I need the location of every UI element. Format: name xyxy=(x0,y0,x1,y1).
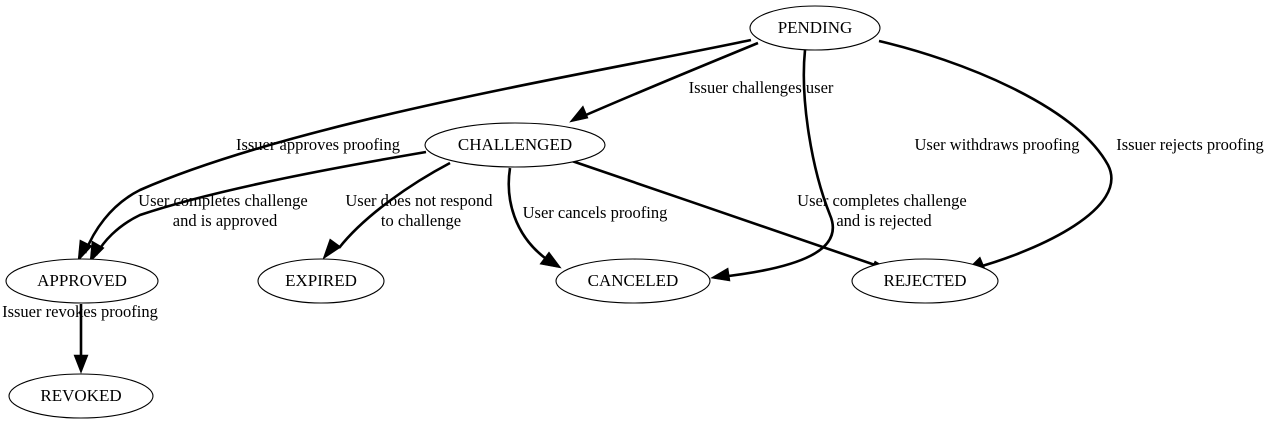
node-approved-ellipse[interactable] xyxy=(5,258,159,304)
edge-pending-rejected: Issuer rejects proofing xyxy=(878,39,1264,272)
edge-pending-challenged-path xyxy=(578,41,759,120)
node-revoked[interactable]: REVOKED xyxy=(8,373,154,419)
edge-pending-challenged: Issuer challenges user xyxy=(569,41,834,123)
edge-approved-revoked-arrowhead xyxy=(73,354,89,374)
edge-challenged-rejected: User completes challenge and is rejected xyxy=(571,159,971,274)
edge-approved-revoked-label: Issuer revokes proofing xyxy=(2,302,158,321)
node-rejected-ellipse[interactable] xyxy=(851,258,999,304)
edge-pending-challenged-arrowhead xyxy=(569,105,589,123)
edge-pending-approved-path xyxy=(83,38,752,254)
edge-pending-approved: Issuer approves proofing xyxy=(77,38,752,262)
edge-challenged-approved: User completes challenge and is approved xyxy=(89,150,427,263)
edge-challenged-expired-path xyxy=(337,161,451,249)
node-expired[interactable]: EXPIRED xyxy=(257,258,385,304)
edge-pending-approved-label: Issuer approves proofing xyxy=(236,135,400,154)
edge-challenged-approved-path xyxy=(94,150,427,256)
node-challenged-label: CHALLENGED xyxy=(458,135,572,154)
node-canceled[interactable]: CANCELED xyxy=(555,258,711,304)
edge-challenged-expired-arrowhead xyxy=(322,238,342,260)
edge-challenged-approved-label: User completes challenge and is approved xyxy=(138,191,312,230)
node-pending-label: PENDING xyxy=(778,18,853,37)
node-rejected[interactable]: REJECTED xyxy=(851,258,999,304)
edge-challenged-canceled: User cancels proofing xyxy=(507,167,668,269)
edge-pending-approved-arrowhead xyxy=(77,239,93,262)
node-pending[interactable]: PENDING xyxy=(749,5,881,51)
edge-pending-canceled-path xyxy=(719,49,835,279)
node-challenged[interactable]: CHALLENGED xyxy=(424,122,606,168)
edge-pending-canceled: User withdraws proofing xyxy=(710,49,1080,282)
node-pending-ellipse[interactable] xyxy=(749,5,881,51)
node-revoked-label: REVOKED xyxy=(40,386,121,405)
edge-challenged-rejected-label: User completes challenge and is rejected xyxy=(797,191,971,230)
edge-challenged-canceled-label: User cancels proofing xyxy=(523,203,668,222)
node-expired-ellipse[interactable] xyxy=(257,258,385,304)
edge-challenged-expired: User does not respond to challenge xyxy=(322,161,496,260)
edge-pending-canceled-arrowhead xyxy=(710,267,731,282)
edge-approved-revoked: Issuer revokes proofing xyxy=(2,302,158,374)
node-challenged-ellipse[interactable] xyxy=(424,122,606,168)
edge-pending-canceled-label: User withdraws proofing xyxy=(915,135,1080,154)
edge-challenged-canceled-arrowhead xyxy=(539,251,562,269)
edge-challenged-approved-arrowhead xyxy=(89,240,105,263)
node-rejected-label: REJECTED xyxy=(883,271,966,290)
edge-challenged-canceled-path xyxy=(507,167,546,260)
edge-pending-rejected-path xyxy=(878,39,1113,270)
edge-pending-rejected-label: Issuer rejects proofing xyxy=(1116,135,1264,154)
node-approved[interactable]: APPROVED xyxy=(5,258,159,304)
edge-challenged-expired-label: User does not respond to challenge xyxy=(345,191,496,230)
edge-challenged-rejected-path xyxy=(571,159,879,268)
node-canceled-label: CANCELED xyxy=(588,271,679,290)
node-revoked-ellipse[interactable] xyxy=(8,373,154,419)
node-canceled-ellipse[interactable] xyxy=(555,258,711,304)
edge-pending-challenged-label: Issuer challenges user xyxy=(689,78,834,97)
node-approved-label: APPROVED xyxy=(37,271,127,290)
node-expired-label: EXPIRED xyxy=(285,271,357,290)
